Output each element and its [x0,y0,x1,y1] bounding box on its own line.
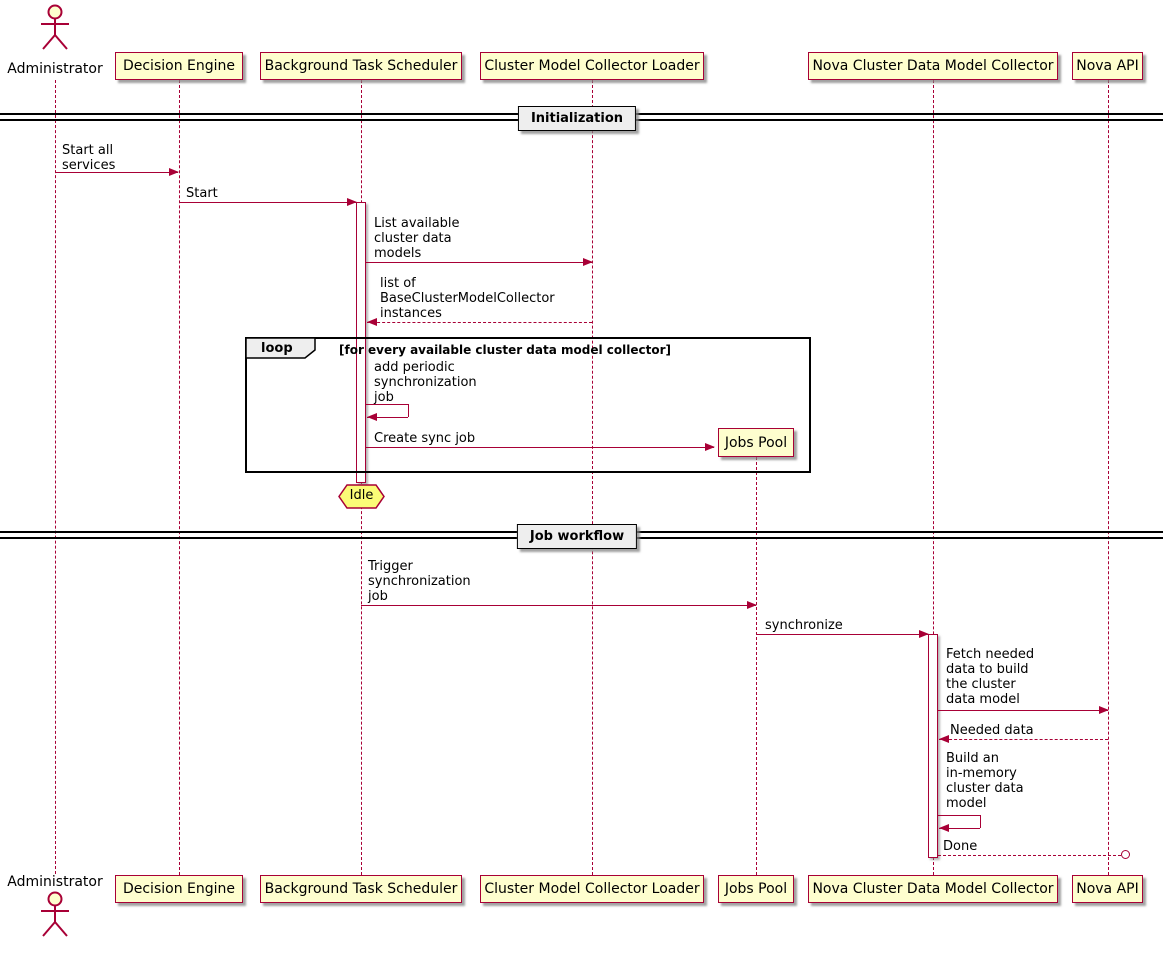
message-start-all-services-label: Start all services [62,143,116,173]
stick-figure-icon [41,891,69,937]
message-start-all-services-line [55,172,178,173]
loop-frame-tab-icon [245,337,316,359]
message-fetch-arrowhead [1099,706,1109,714]
message-fetch-line [938,710,1108,711]
activation-collector [928,634,938,858]
stick-figure-icon [41,4,69,50]
message-trigger-arrowhead [747,601,757,609]
message-build-model-arrowhead [939,824,949,832]
idle-state-label: Idle [349,488,374,503]
message-start-line [179,202,356,203]
participant-decision-engine-bottom: Decision Engine [115,875,243,903]
message-create-sync-line [366,447,714,448]
lifeline-decision-engine [179,80,180,875]
participant-scheduler-bottom: Background Task Scheduler [260,875,462,903]
message-create-sync-arrowhead [705,443,715,451]
divider-initialization-label: Initialization [517,106,637,131]
message-done-circle-icon [1121,850,1130,859]
message-build-model-line-side [980,815,981,828]
message-add-job-label: add periodic synchronization job [374,360,477,405]
participant-jobs-pool-created: Jobs Pool [718,428,794,457]
message-add-job-line-top [366,404,408,405]
message-trigger-label: Trigger synchronization job [368,559,471,604]
participant-jobs-pool-bottom: Jobs Pool [718,875,794,903]
message-create-sync-label: Create sync job [374,431,476,446]
participant-loader-bottom: Cluster Model Collector Loader [480,875,704,903]
participant-loader-top: Cluster Model Collector Loader [480,52,704,80]
lifeline-nova-api [1108,80,1109,875]
message-synchronize-arrowhead [919,630,929,638]
message-add-job-line-bottom [367,417,408,418]
message-start-label: Start [186,186,218,201]
message-add-job-arrowhead [367,413,377,421]
actor-administrator-label-top: Administrator [7,61,103,77]
message-trigger-line [361,605,756,606]
participant-collector-bottom: Nova Cluster Data Model Collector [808,875,1058,903]
actor-administrator-top [37,4,73,56]
message-needed-data-arrowhead [939,735,949,743]
message-needed-data-label: Needed data [950,723,1034,738]
message-list-return-label: list of BaseClusterModelCollector instan… [380,276,555,321]
participant-collector-top: Nova Cluster Data Model Collector [808,52,1058,80]
message-list-models-line [366,262,592,263]
actor-administrator-bottom [37,891,73,943]
message-done-label: Done [943,839,978,854]
idle-state-note: Idle [338,484,385,513]
message-list-return-line [367,322,592,323]
lifeline-jobs-pool [756,457,757,875]
participant-scheduler-top: Background Task Scheduler [260,52,462,80]
message-start-arrowhead [347,198,357,206]
message-list-return-arrowhead [367,318,377,326]
participant-nova-api-bottom: Nova API [1072,875,1143,903]
message-list-models-label: List available cluster data models [374,216,460,261]
loop-keyword: loop [261,341,293,356]
participant-nova-api-top: Nova API [1072,52,1143,80]
message-done-line [938,855,1121,856]
loop-condition: [for every available cluster data model … [339,343,671,357]
message-synchronize-label: synchronize [765,618,843,633]
message-build-model-label: Build an in-memory cluster data model [946,751,1024,811]
activation-scheduler [356,202,366,483]
lifeline-administrator [55,80,56,874]
hexagon-icon [338,484,385,509]
message-synchronize-line [756,634,928,635]
loop-frame: loop [for every available cluster data m… [245,337,811,473]
message-build-model-line-bottom [939,828,980,829]
message-needed-data-line [939,739,1108,740]
lifeline-loader [592,80,593,875]
lifeline-collector [933,80,934,875]
divider-job-workflow-label: Job workflow [516,524,638,549]
message-add-job-line-side [408,404,409,417]
message-start-all-services-arrowhead [169,168,179,176]
participant-decision-engine-top: Decision Engine [115,52,243,80]
actor-administrator-label-bottom: Administrator [7,874,103,890]
message-fetch-label: Fetch needed data to build the cluster d… [946,647,1035,707]
message-list-models-arrowhead [583,258,593,266]
message-build-model-line-top [938,815,980,816]
